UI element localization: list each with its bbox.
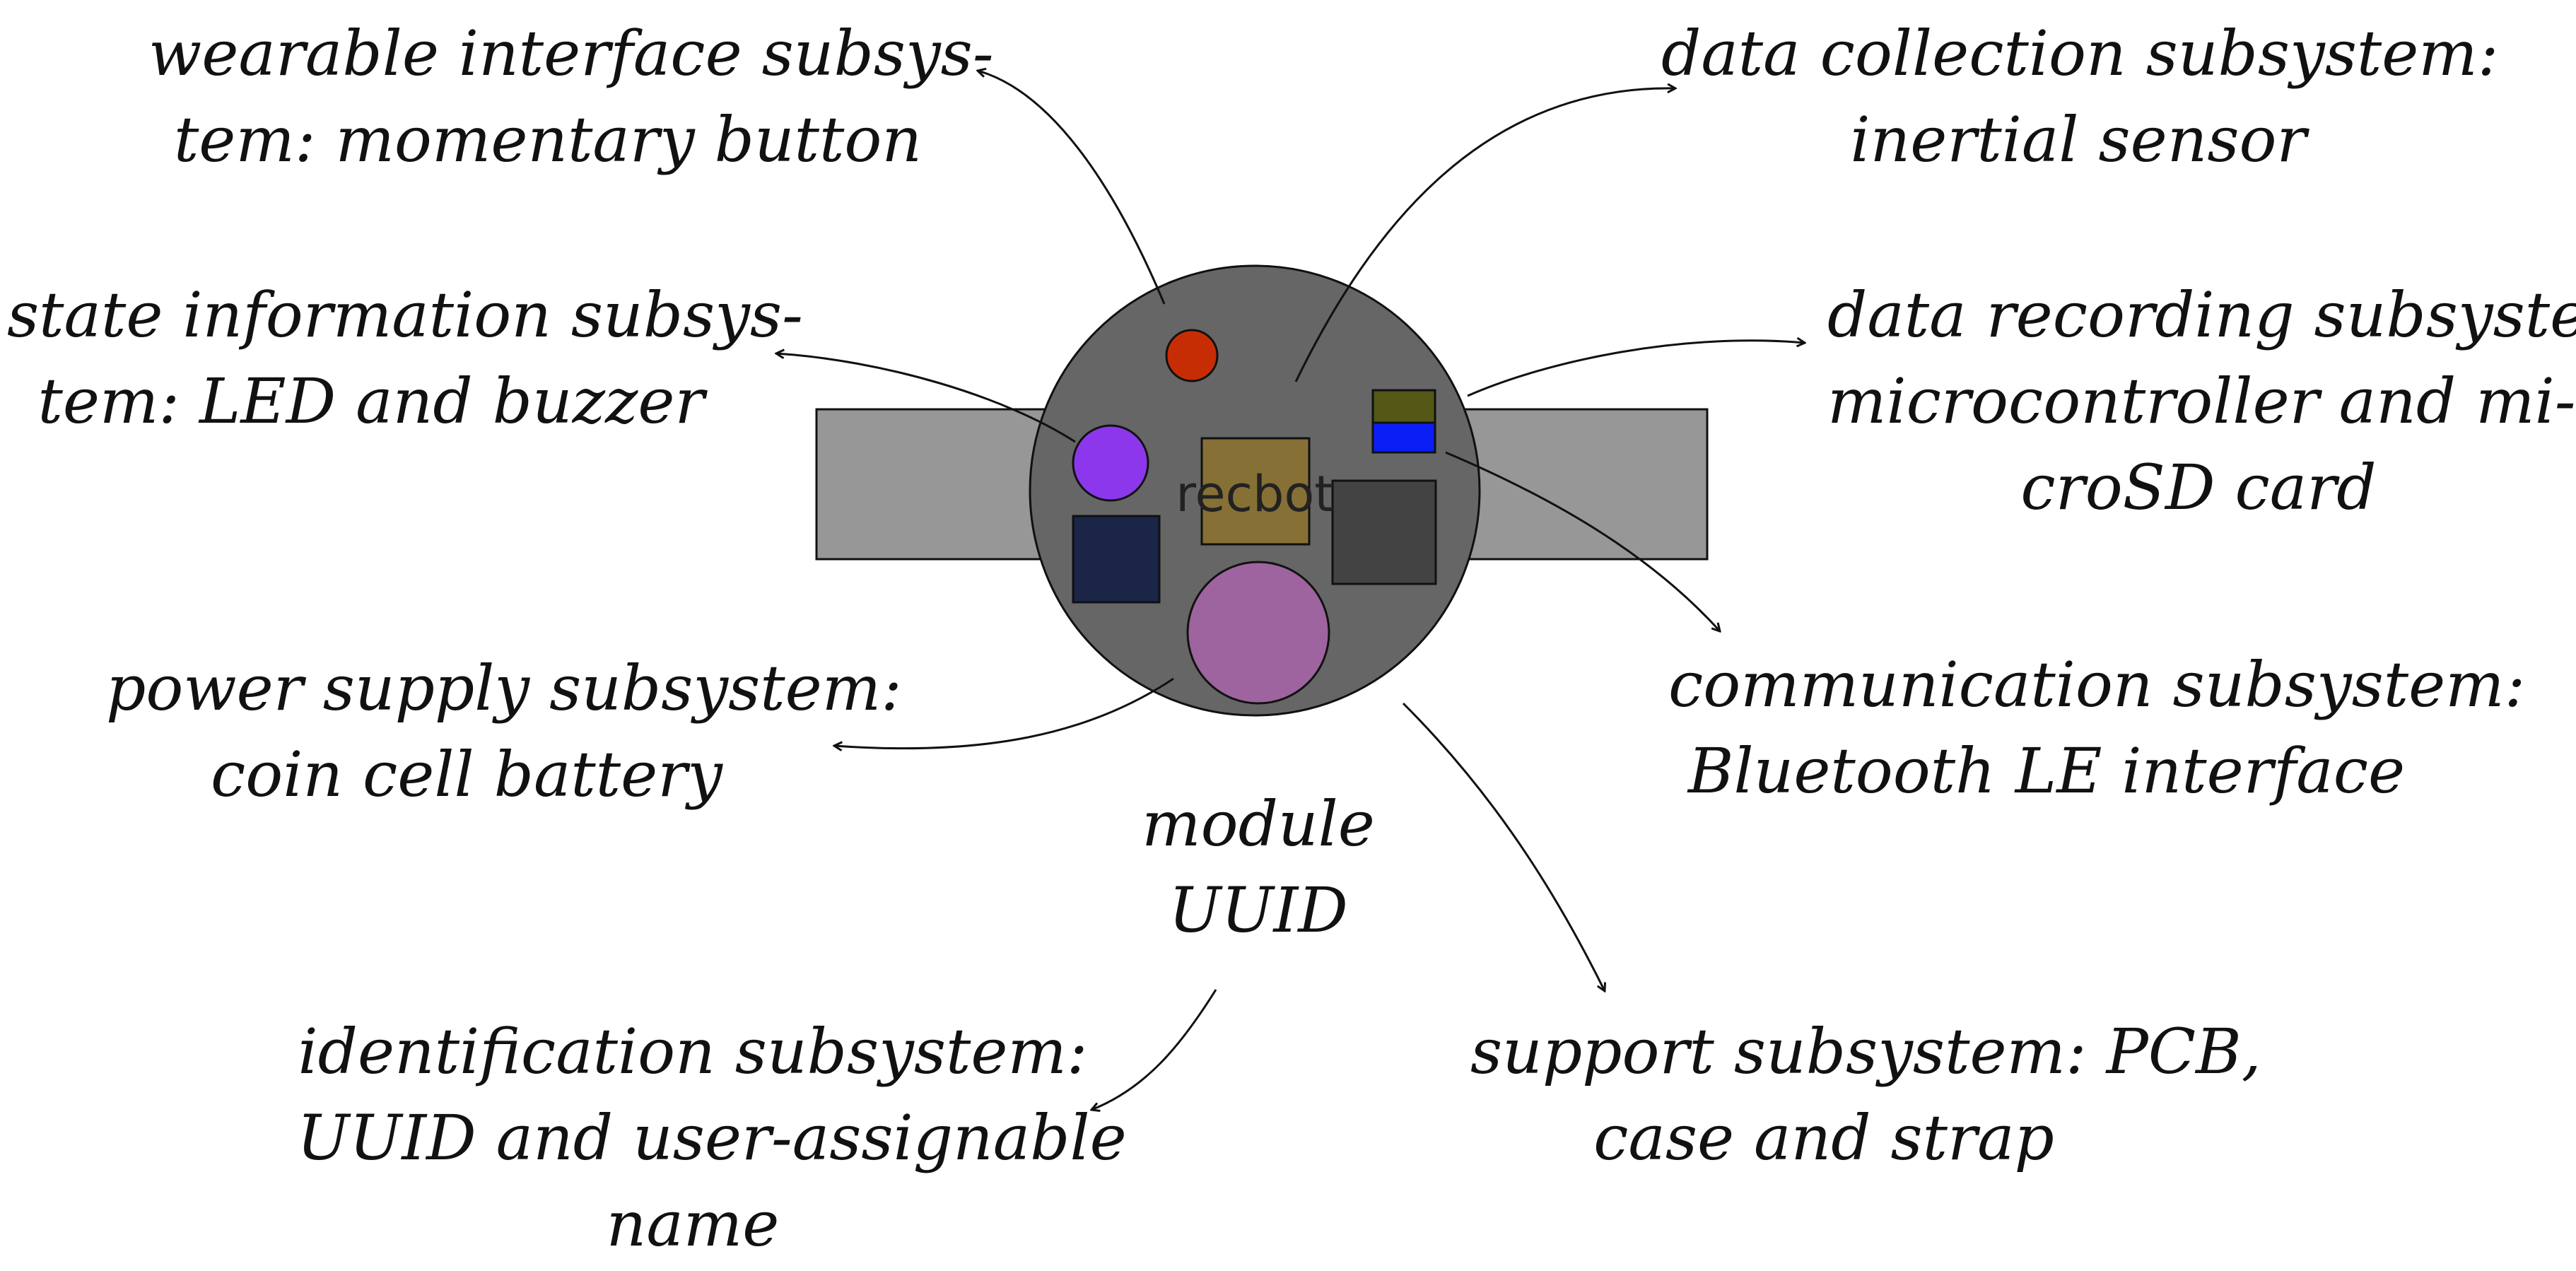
label-line: croSD card [2020,451,2377,524]
device-name: recbot [1176,465,1334,523]
label-line: data recording subsystem: [1827,279,2576,351]
momentary-button [1165,329,1219,382]
label-line: UUID [1169,874,1348,947]
led-buzzer [1072,424,1149,502]
label-line: communication subsystem: [1668,648,2526,721]
inertial-sensor-chip [1331,479,1437,585]
label-line: case and strap [1593,1101,2054,1174]
label-line: microcontroller and mi- [1827,365,2576,438]
label-support: support subsystem: PCB, case and strap [1470,1009,2261,1181]
label-line: state information subsys- [7,279,803,351]
bluetooth-module [1371,421,1436,454]
microsd-card [1371,389,1436,424]
arrow-communication [1445,451,1720,631]
arrow-data-collection [1294,88,1675,382]
label-communication: communication subsystem: Bluetooth LE in… [1668,642,2526,814]
label-line: wearable interface subsys- [148,17,994,90]
label-line: support subsystem: PCB, [1470,1015,2261,1088]
label-line: coin cell battery [210,738,723,811]
label-line: inertial sensor [1850,103,2307,176]
arrow-wearable [978,71,1166,305]
arrows [776,71,1805,1110]
label-line: identification subsystem: [298,1015,1088,1088]
label-line: name [606,1188,780,1260]
arrow-power [834,677,1174,749]
label-line: UUID and user-assignable [297,1101,1127,1174]
label-line: Bluetooth LE interface [1687,734,2406,807]
strap-right [1462,408,1709,561]
label-wearable-interface: wearable interface subsys- tem: momentar… [148,11,994,183]
label-line: data collection subsystem: [1661,17,2499,90]
label-data-recording: data recording subsystem: microcontrolle… [1827,272,2576,531]
label-line: tem: LED and buzzer [37,365,705,438]
arrow-data-recording [1467,341,1805,397]
label-data-collection: data collection subsystem: inertial sens… [1661,11,2499,183]
label-line: module [1142,787,1375,860]
label-line: power supply subsystem: [106,652,902,725]
label-line: tem: momentary button [173,103,923,176]
arrow-identification [1091,989,1217,1110]
coin-cell-battery [1186,561,1330,705]
label-power-supply: power supply subsystem: coin cell batter… [106,645,902,818]
label-identification: identification subsystem: UUID and user-… [297,1009,1127,1267]
battery-holder [1072,515,1161,604]
label-state-information: state information subsys- tem: LED and b… [7,272,803,445]
microcontroller-chip [1200,437,1311,546]
label-module-uuid: module UUID [1117,781,1400,954]
arrow-state-info [776,353,1076,443]
strap-left [815,408,1051,561]
arrow-support [1402,702,1605,991]
